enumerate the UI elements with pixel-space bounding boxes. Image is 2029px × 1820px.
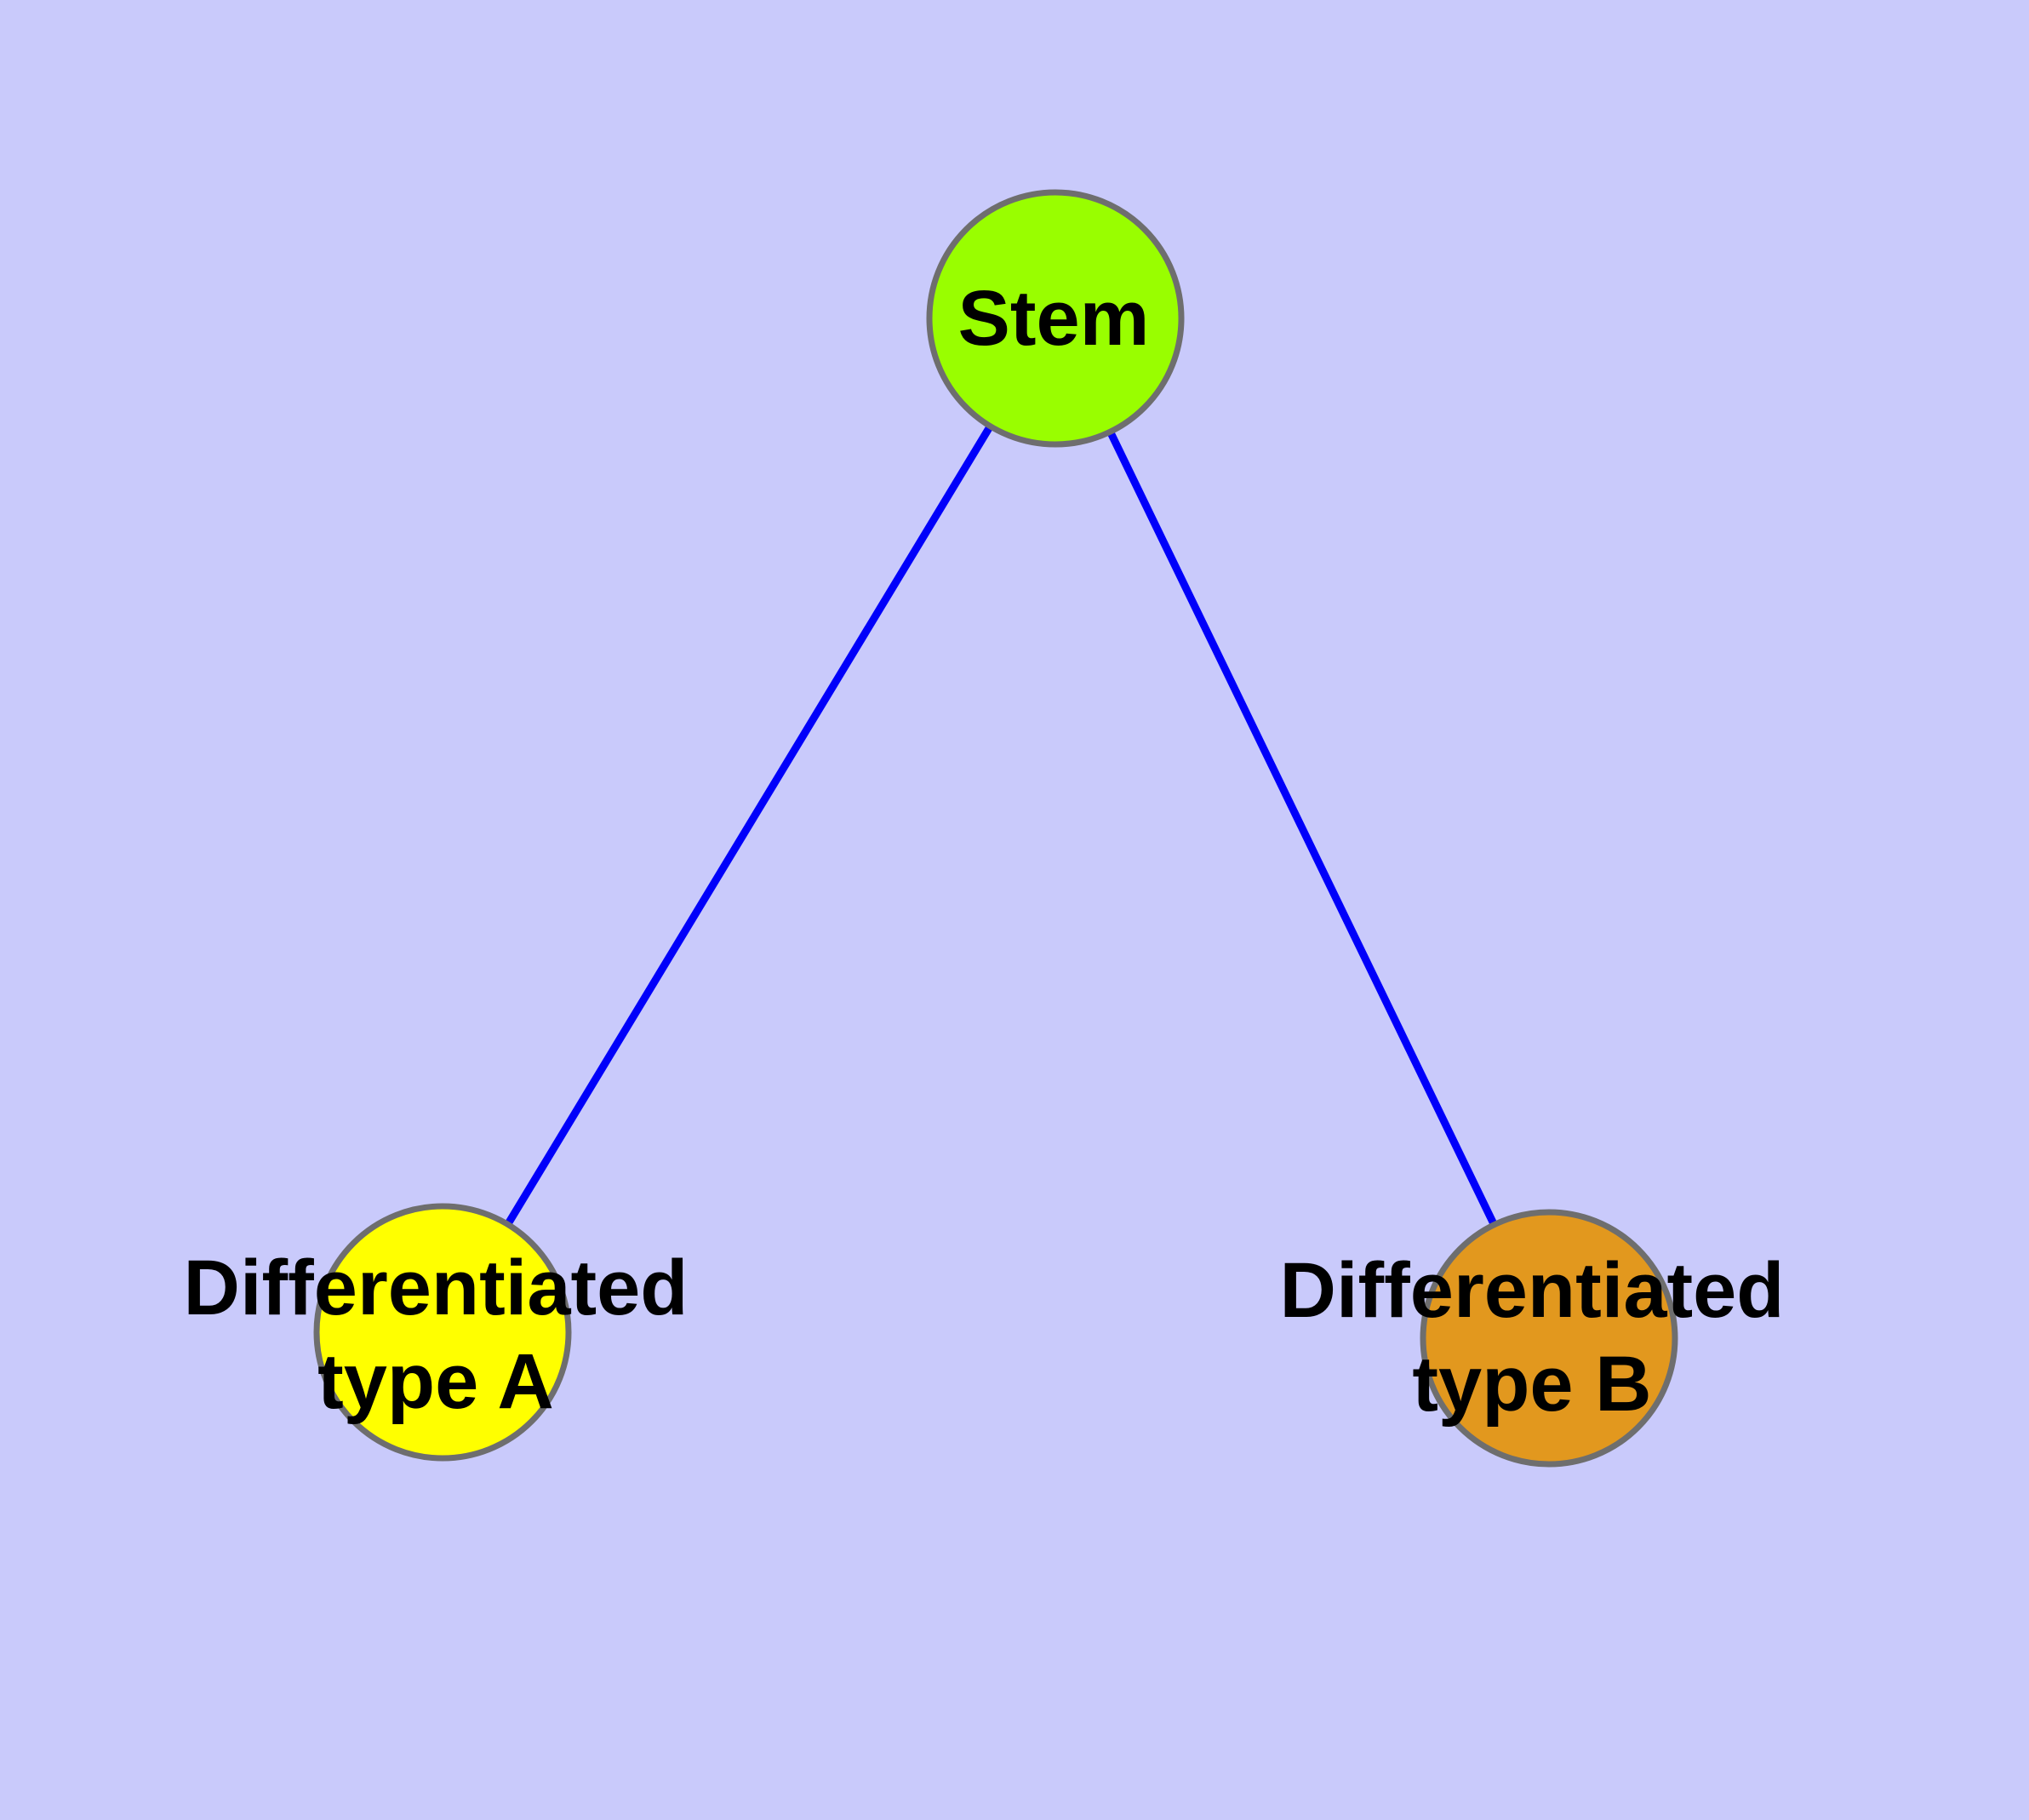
node-type-b-label-line1: Differentiated bbox=[1280, 1247, 1785, 1334]
node-stem bbox=[926, 189, 1185, 448]
node-type-a-label-line2: type A bbox=[317, 1338, 554, 1425]
edge-stem-to-type-a bbox=[439, 316, 1059, 1335]
edge-stem-to-type-b bbox=[1051, 317, 1553, 1340]
node-stem-label: Stem bbox=[958, 275, 1150, 362]
node-differentiated-type-b bbox=[1420, 1209, 1678, 1468]
node-type-a-label-line1: Differentiated bbox=[184, 1245, 689, 1331]
node-type-b-label-line2: type B bbox=[1412, 1341, 1651, 1428]
node-differentiated-type-a bbox=[313, 1203, 572, 1462]
